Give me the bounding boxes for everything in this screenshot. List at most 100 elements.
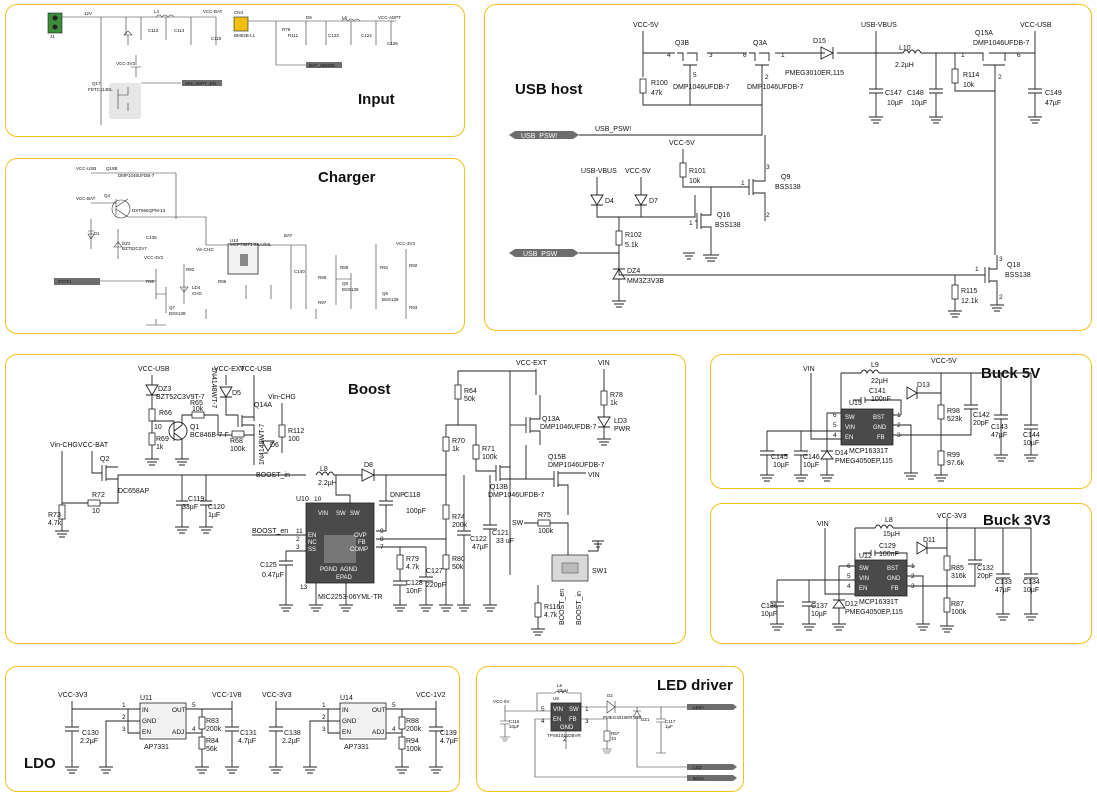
svg-text:VIN: VIN [859, 576, 869, 582]
net-vcc-usb: VCC-USB [1020, 22, 1052, 29]
svg-text:AGND: AGND [340, 567, 358, 573]
svg-text:DMP1046UFDB-7: DMP1046UFDB-7 [548, 462, 605, 469]
svg-text:DXT956QPM-13: DXT956QPM-13 [132, 208, 166, 213]
svg-text:10µF: 10µF [887, 100, 903, 107]
svg-text:VCC-5V: VCC-5V [669, 140, 695, 147]
svg-text:3: 3 [322, 726, 326, 733]
svg-text:Vin-CHG: Vin-CHG [196, 247, 214, 252]
svg-text:Q2: Q2 [100, 456, 109, 463]
svg-text:BCKL: BCKL [693, 776, 705, 781]
svg-text:C118: C118 [404, 492, 420, 499]
svg-text:10µF: 10µF [761, 611, 777, 618]
svg-text:LED: LED [693, 765, 703, 770]
svg-text:IN: IN [342, 707, 349, 714]
svg-text:DMP1046UFDB-7: DMP1046UFDB-7 [488, 492, 545, 499]
svg-text:2: 2 [999, 294, 1003, 301]
svg-text:D7: D7 [649, 198, 658, 205]
svg-text:FB: FB [569, 717, 577, 723]
svg-text:SS: SS [308, 547, 316, 553]
svg-text:1: 1 [741, 180, 745, 187]
svg-text:BM02B-LL: BM02B-LL [234, 33, 256, 38]
svg-text:50k: 50k [464, 396, 476, 403]
svg-text:ADJ: ADJ [372, 729, 384, 736]
svg-text:Vin-CHG: Vin-CHG [268, 394, 296, 401]
buck-5v-title: Buck 5V [981, 365, 1041, 382]
svg-text:R72: R72 [92, 492, 105, 499]
svg-text:100nF: 100nF [879, 551, 899, 558]
svg-text:47µF: 47µF [1045, 100, 1061, 107]
svg-text:33µF: 33µF [182, 504, 198, 511]
svg-text:6: 6 [847, 563, 851, 570]
svg-text:MCP16331T: MCP16331T [849, 448, 889, 455]
svg-text:MCP73871-2AAI/ML: MCP73871-2AAI/ML [230, 242, 272, 247]
svg-text:EN: EN [342, 729, 351, 736]
net-label-vin-adpt [182, 80, 222, 86]
svg-text:R114: R114 [963, 72, 979, 79]
usb-host-panel: USB host VCC-5V USB-VBUS VCC-USB Q3B 4 3… [484, 4, 1092, 331]
svg-text:R111: R111 [288, 33, 299, 38]
svg-text:4: 4 [833, 432, 837, 439]
svg-text:R69: R69 [156, 436, 169, 443]
svg-text:50k: 50k [452, 564, 464, 571]
svg-text:EPAD: EPAD [336, 575, 353, 581]
svg-text:10k: 10k [689, 178, 701, 185]
svg-text:D6: D6 [270, 442, 279, 449]
svg-text:R92: R92 [409, 263, 418, 268]
svg-text:C140: C140 [294, 269, 305, 274]
charger-schematic: VCC-USB VCC-BAT Q19B DMP1046UFDB-7 Q4 DX… [54, 166, 418, 326]
svg-text:10µF: 10µF [1023, 587, 1039, 594]
svg-text:C146: C146 [803, 454, 820, 461]
svg-text:D8: D8 [364, 462, 373, 469]
svg-text:R84: R84 [206, 738, 219, 745]
svg-text:12V: 12V [84, 11, 92, 16]
svg-text:Q19B: Q19B [106, 166, 118, 171]
svg-text:EN: EN [308, 533, 316, 539]
led-driver-schematic: VCC-5V C116 10µF L5 10µH U9 TPS61041DBVR… [493, 683, 737, 781]
svg-text:4: 4 [847, 583, 851, 590]
svg-text:D9: D9 [306, 15, 312, 20]
svg-text:L8: L8 [885, 517, 893, 524]
svg-text:L10: L10 [899, 45, 911, 52]
svg-text:VCC-BAT: VCC-BAT [78, 442, 109, 449]
svg-text:D12: D12 [845, 601, 858, 608]
svg-text:6: 6 [743, 52, 747, 59]
svg-text:9: 9 [380, 528, 384, 535]
svg-text:SW1: SW1 [592, 568, 607, 575]
svg-text:BST: BST [873, 415, 885, 421]
svg-text:LD3: LD3 [614, 418, 627, 425]
svg-text:SW: SW [845, 415, 855, 421]
svg-text:L4: L4 [154, 9, 160, 14]
svg-text:34: 34 [611, 736, 617, 741]
svg-text:5: 5 [693, 72, 697, 79]
svg-text:R100: R100 [651, 80, 668, 87]
svg-text:Q8: Q8 [342, 281, 349, 286]
svg-text:BST: BST [887, 566, 899, 572]
svg-text:DMP1046UFDB-7: DMP1046UFDB-7 [973, 40, 1030, 47]
input-panel: Input J1 12V L4 C113 C114 VCC-BAT C115 V… [5, 4, 465, 137]
svg-text:C143: C143 [991, 424, 1008, 431]
svg-text:5.1k: 5.1k [625, 242, 639, 249]
svg-text:2.2µF: 2.2µF [282, 738, 300, 745]
usb-host-schematic: VCC-5V USB-VBUS VCC-USB Q3B 4 3 5 DMP104… [509, 22, 1062, 318]
svg-text:R85: R85 [951, 565, 964, 572]
svg-text:L8: L8 [320, 466, 328, 473]
svg-text:1k: 1k [452, 446, 460, 453]
svg-text:PMEG4050EP,115: PMEG4050EP,115 [845, 609, 903, 616]
svg-text:6: 6 [1017, 52, 1021, 59]
svg-text:STAT1: STAT1 [58, 279, 72, 284]
charger-title: Charger [318, 169, 376, 186]
svg-text:1: 1 [961, 52, 965, 59]
svg-text:10: 10 [92, 508, 100, 515]
svg-text:1: 1 [122, 702, 126, 709]
svg-text:47k: 47k [651, 90, 663, 97]
svg-text:R65: R65 [190, 400, 203, 407]
svg-text:2: 2 [765, 74, 769, 81]
svg-text:EN: EN [142, 729, 151, 736]
svg-text:VIN: VIN [318, 511, 328, 517]
u9-ic-body [550, 702, 582, 732]
svg-text:VCC-1V2: VCC-1V2 [416, 692, 446, 699]
svg-text:33 uF: 33 uF [496, 538, 514, 545]
svg-text:L5: L5 [557, 683, 563, 688]
buck-3v3-title: Buck 3V3 [983, 512, 1051, 529]
svg-text:1k: 1k [156, 444, 164, 451]
